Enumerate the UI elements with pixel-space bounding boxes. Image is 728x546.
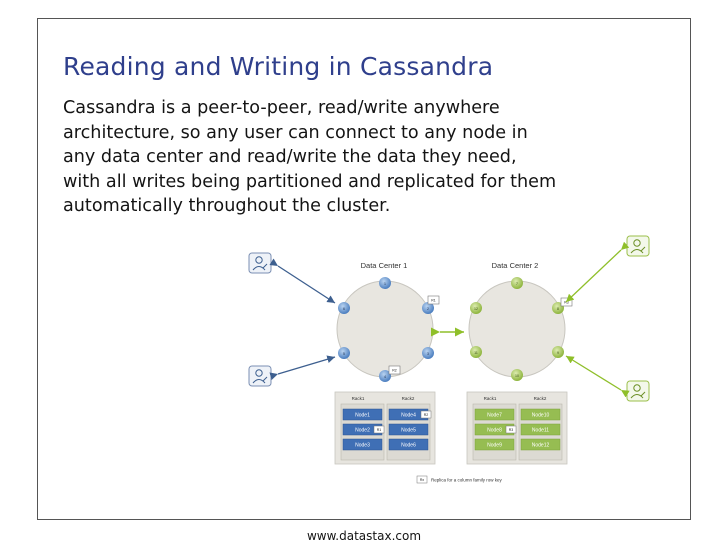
body-line: automatically throughout the cluster. [63,196,391,216]
user-icon [248,252,272,274]
svg-text:Node5: Node5 [401,428,416,434]
svg-text:Rack1: Rack1 [484,396,497,401]
svg-text:R2: R2 [392,369,397,373]
svg-text:1: 1 [384,282,386,286]
user-connection-arrow [269,258,336,304]
dc2-ring [468,280,566,378]
dc2-node: 9 [552,346,564,358]
rack-node: Node1 [342,408,383,421]
body-line: Cassandra is a peer-to-peer, read/write … [63,98,500,118]
rack-node: Node6 [388,438,429,451]
dc1-node: 4 [379,370,391,382]
rack-node: Node9 [474,438,515,451]
svg-text:11: 11 [474,351,478,355]
rack-node: Node11 [520,423,561,436]
user-connection-arrow [269,355,336,380]
slide-title: Reading and Writing in Cassandra [63,52,494,81]
svg-text:Node9: Node9 [487,443,502,449]
svg-text:R2: R2 [424,413,429,417]
svg-text:Node12: Node12 [532,443,550,449]
svg-text:10: 10 [515,374,519,378]
svg-text:Node3: Node3 [355,443,370,449]
svg-text:6: 6 [343,307,345,311]
svg-text:Rack1: Rack1 [352,396,365,401]
svg-text:Rack2: Rack2 [402,396,415,401]
dc1-title: Data Center 1 [361,261,408,270]
svg-text:R3: R3 [564,301,569,305]
dc2-node: 10 [511,369,523,381]
dc2-node: 12 [470,302,482,314]
dc2-title: Data Center 2 [492,261,539,270]
svg-text:Node7: Node7 [487,413,502,419]
svg-text:Node2: Node2 [355,428,370,434]
dc1-node: 3 [422,347,434,359]
svg-text:12: 12 [474,307,478,311]
body-line: architecture, so any user can connect to… [63,122,528,143]
svg-text:2: 2 [427,307,429,311]
svg-text:Rack2: Rack2 [534,396,547,401]
svg-text:Node6: Node6 [401,443,416,449]
svg-text:8: 8 [557,307,559,311]
svg-text:R1: R1 [377,428,382,432]
dc1-node: 2 [422,302,434,314]
svg-text:Node1: Node1 [355,413,370,419]
slide-body: Cassandra is a peer-to-peer, read/write … [63,96,683,219]
user-icon [626,380,650,402]
svg-text:R1: R1 [431,299,436,303]
svg-text:3: 3 [427,352,429,356]
rack-replica-tag: R1 [373,425,385,434]
svg-text:Node11: Node11 [532,428,549,434]
dc2-node: 7 [511,277,523,289]
rack-replica-tag: R3 [505,425,517,434]
diagram-legend: Rx Replica for a column family row key [416,475,503,484]
svg-text:Rx: Rx [420,478,425,482]
dc1-node: 6 [338,302,350,314]
rack-replica-tag: R2 [420,410,432,419]
footer-url: www.datastax.com [306,529,422,543]
svg-text:Node10: Node10 [532,413,550,419]
svg-text:9: 9 [557,351,559,355]
svg-text:Node4: Node4 [401,413,416,419]
rack-node: Node12 [520,438,561,451]
user-connection-arrow [565,241,630,303]
body-line: any data center and read/write the data … [63,147,517,167]
svg-text:Node8: Node8 [487,428,502,434]
dc1-replica-r2: R2 [388,365,401,375]
dc1-replica-r1: R1 [427,295,440,305]
svg-text:7: 7 [516,282,518,286]
dc1-node: 5 [338,347,350,359]
svg-text:R3: R3 [509,428,514,432]
user-icon [626,235,650,257]
user-connection-arrow [565,355,630,398]
dc2-node: 11 [470,346,482,358]
svg-text:5: 5 [343,352,345,356]
dc1-ring [336,280,434,378]
user-icon [248,365,272,387]
rack-node: Node7 [474,408,515,421]
rack-node: Node10 [520,408,561,421]
rack-node: Node5 [388,423,429,436]
svg-text:Replica for a column family ro: Replica for a column family row key [431,478,503,483]
body-line: with all writes being partitioned and re… [63,171,557,192]
dc1-node: 1 [379,277,391,289]
svg-text:4: 4 [384,375,386,379]
rack-node: Node3 [342,438,383,451]
